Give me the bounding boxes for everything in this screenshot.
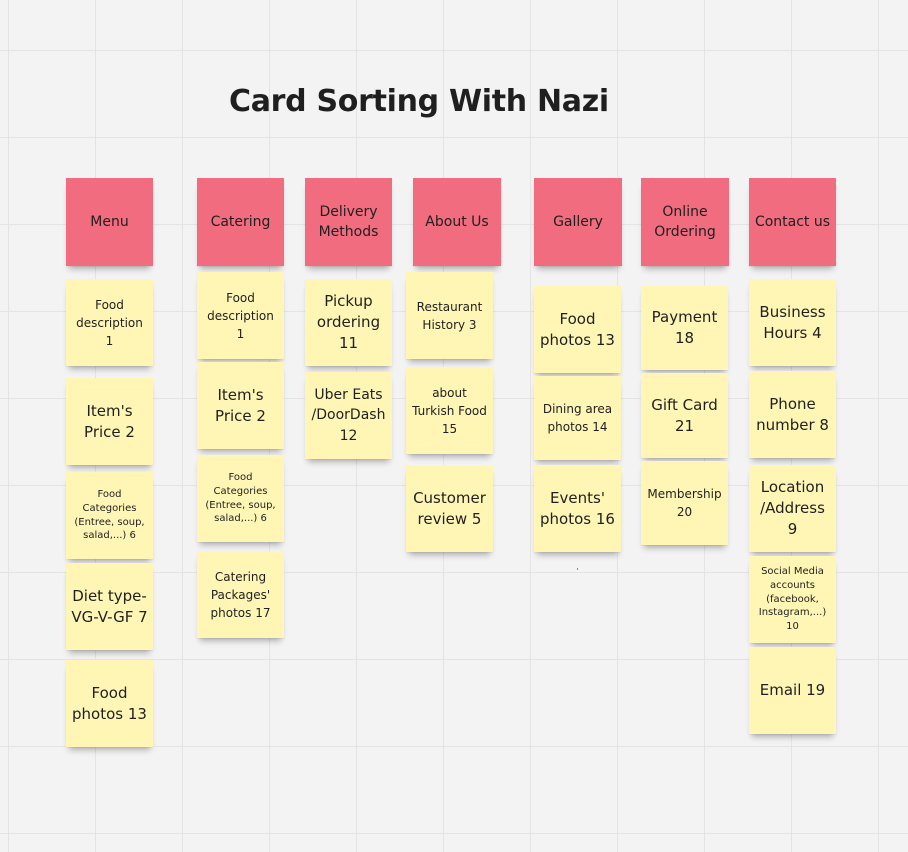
card-note[interactable]: Phone number 8 [749, 371, 836, 458]
card-note[interactable]: Events' photos 16 [534, 465, 621, 552]
board-title[interactable]: Card Sorting With Nazi [229, 84, 609, 119]
card-note[interactable]: Dining area photos 14 [534, 376, 621, 460]
card-note[interactable]: Social Media accounts (facebook, Instagr… [749, 556, 836, 643]
card-note[interactable]: Food Categories (Entree, soup, salad,...… [197, 455, 284, 542]
card-note[interactable]: Restaurant History 3 [406, 272, 493, 359]
header-note-delivery-methods[interactable]: Delivery Methods [305, 178, 392, 266]
card-note[interactable]: Email 19 [749, 647, 836, 734]
header-note-catering[interactable]: Catering [197, 178, 284, 266]
card-note[interactable]: Payment 18 [641, 286, 728, 370]
stray-dot [577, 568, 578, 570]
card-note[interactable]: Food description 1 [66, 279, 153, 366]
card-note[interactable]: Item's Price 2 [66, 378, 153, 465]
card-note[interactable]: Gift Card 21 [641, 373, 728, 458]
header-note-contact-us[interactable]: Contact us [749, 178, 836, 266]
header-note-about-us[interactable]: About Us [413, 178, 501, 266]
card-note[interactable]: Diet type- VG-V-GF 7 [66, 563, 153, 650]
header-note-gallery[interactable]: Gallery [534, 178, 622, 266]
card-note[interactable]: Membership 20 [641, 461, 728, 545]
card-note[interactable]: Item's Price 2 [197, 362, 284, 449]
card-note[interactable]: Business Hours 4 [749, 279, 836, 366]
card-note[interactable]: Catering Packages' photos 17 [197, 551, 284, 638]
card-note[interactable]: Food photos 13 [534, 286, 621, 373]
header-note-online-ordering[interactable]: Online Ordering [641, 178, 729, 266]
card-note[interactable]: Food description 1 [197, 272, 284, 359]
card-note[interactable]: Location /Address 9 [749, 465, 836, 552]
card-note[interactable]: Uber Eats /DoorDash 12 [305, 372, 392, 459]
card-note[interactable]: Pickup ordering 11 [305, 279, 392, 366]
header-note-menu[interactable]: Menu [66, 178, 153, 266]
card-note[interactable]: Food Categories (Entree, soup, salad,...… [66, 472, 153, 559]
card-note[interactable]: Customer review 5 [406, 465, 493, 552]
card-note[interactable]: Food photos 13 [66, 660, 153, 747]
card-note[interactable]: about Turkish Food 15 [406, 367, 493, 454]
